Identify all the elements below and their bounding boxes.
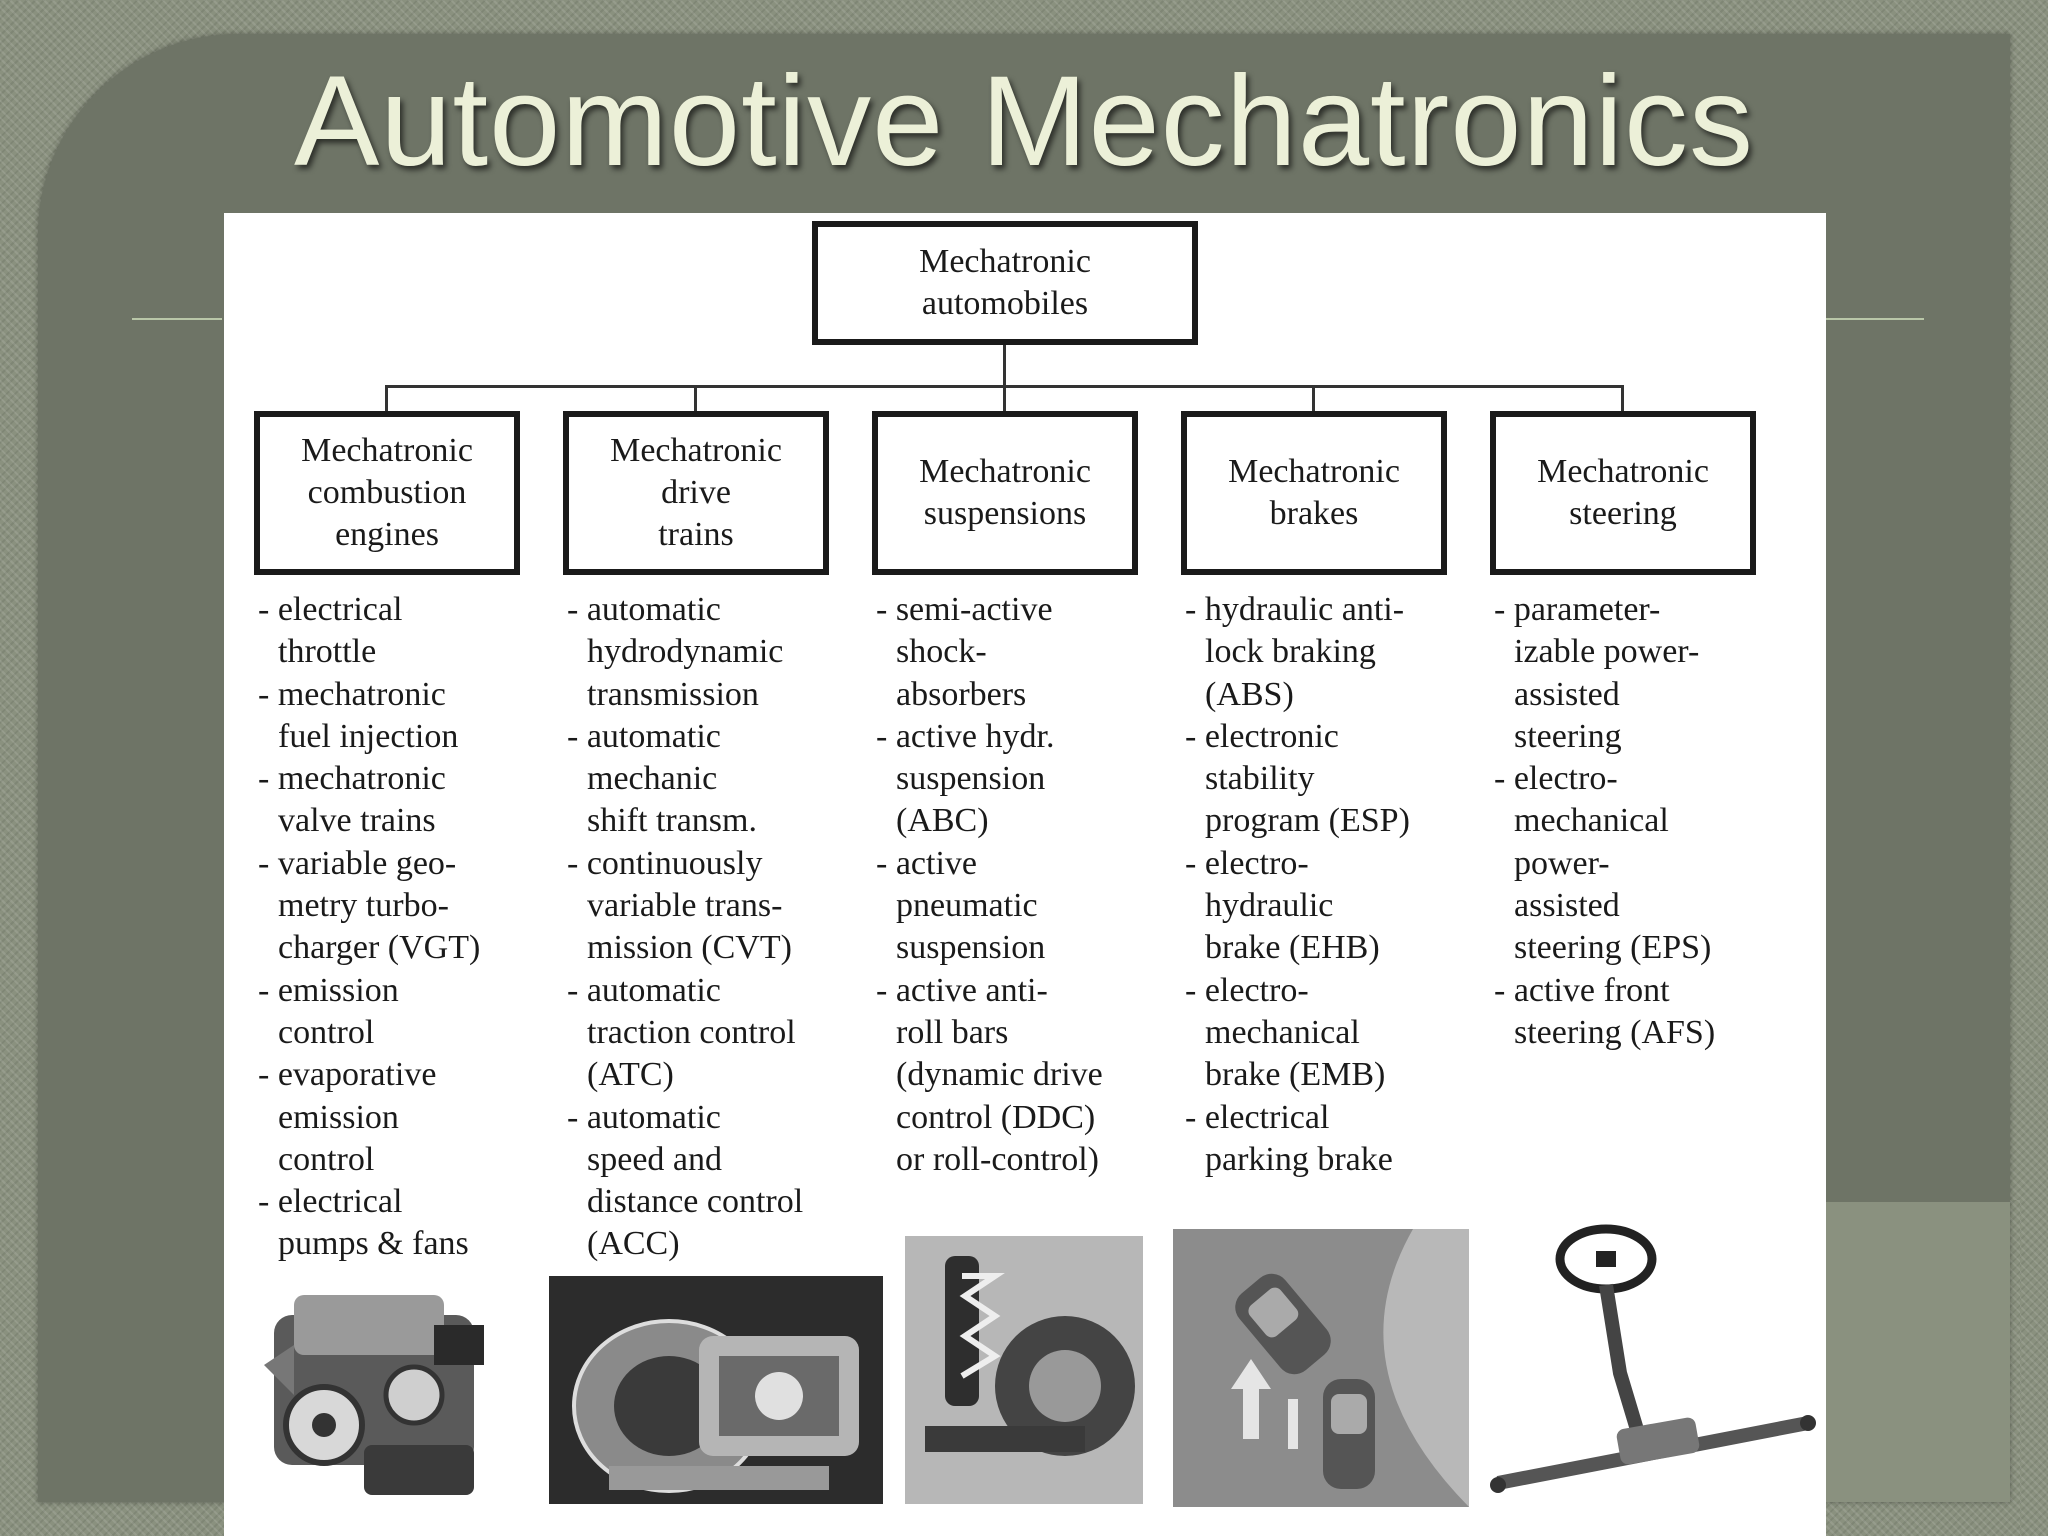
steering-feature-list: parameter- izable power- assisted steeri… [1494, 589, 1774, 1054]
title-rule-left [132, 318, 222, 320]
list-item: evaporative emission control [258, 1054, 528, 1181]
list-item: electronic stability program (ESP) [1185, 716, 1465, 843]
steering-column-photo [1488, 1223, 1822, 1505]
engines-feature-list: electrical throttle mechatronic fuel inj… [258, 589, 528, 1266]
engine-photo [254, 1275, 502, 1507]
list-item: electrical throttle [258, 589, 528, 674]
root-node: Mechatronic automobiles [812, 221, 1198, 345]
list-item: continuously variable trans- mission (CV… [567, 843, 847, 970]
suspension-photo [905, 1236, 1143, 1504]
list-item: electrical pumps & fans [258, 1181, 528, 1266]
connector-branch-2 [694, 385, 697, 411]
slide-title: Automotive Mechatronics [293, 50, 1755, 193]
connector-root-down [1003, 345, 1006, 387]
list-item: parameter- izable power- assisted steeri… [1494, 589, 1774, 758]
branch-node-engines: Mechatronic combustion engines [254, 411, 520, 575]
list-item: hydraulic anti- lock braking (ABS) [1185, 589, 1465, 716]
connector-branch-4 [1312, 385, 1315, 411]
list-item: active anti- roll bars (dynamic drive co… [876, 970, 1156, 1181]
list-item: automatic mechanic shift transm. [567, 716, 847, 843]
list-item: electro- hydraulic brake (EHB) [1185, 843, 1465, 970]
list-item: mechatronic fuel injection [258, 674, 528, 759]
list-item: active hydr. suspension (ABC) [876, 716, 1156, 843]
suspensions-feature-list: semi-active shock- absorbers active hydr… [876, 589, 1156, 1181]
drive-trains-feature-list: automatic hydrodynamic transmission auto… [567, 589, 847, 1266]
connector-branch-1 [385, 385, 388, 411]
list-item: active front steering (AFS) [1494, 970, 1774, 1055]
list-item: electro- mechanical power- assisted stee… [1494, 758, 1774, 969]
list-item: variable geo- metry turbo- charger (VGT) [258, 843, 528, 970]
branch-node-brakes: Mechatronic brakes [1181, 411, 1447, 575]
list-item: automatic traction control (ATC) [567, 970, 847, 1097]
transmission-photo [549, 1276, 883, 1504]
hierarchy-diagram: Mechatronic automobiles Mechatronic comb… [224, 213, 1826, 1536]
list-item: electrical parking brake [1185, 1097, 1465, 1182]
branch-node-steering: Mechatronic steering [1490, 411, 1756, 575]
brakes-feature-list: hydraulic anti- lock braking (ABS) elect… [1185, 589, 1465, 1181]
list-item: semi-active shock- absorbers [876, 589, 1156, 716]
list-item: active pneumatic suspension [876, 843, 1156, 970]
branch-node-suspensions: Mechatronic suspensions [872, 411, 1138, 575]
title-rule-right [1826, 318, 1924, 320]
cars-on-road-illustration [1173, 1229, 1469, 1507]
list-item: mechatronic valve trains [258, 758, 528, 843]
list-item: electro- mechanical brake (EMB) [1185, 970, 1465, 1097]
list-item: automatic hydrodynamic transmission [567, 589, 847, 716]
list-item: emission control [258, 970, 528, 1055]
branch-node-drive-trains: Mechatronic drive trains [563, 411, 829, 575]
connector-branch-3 [1003, 385, 1006, 411]
connector-branch-5 [1621, 385, 1624, 411]
list-item: automatic speed and distance control (AC… [567, 1097, 847, 1266]
